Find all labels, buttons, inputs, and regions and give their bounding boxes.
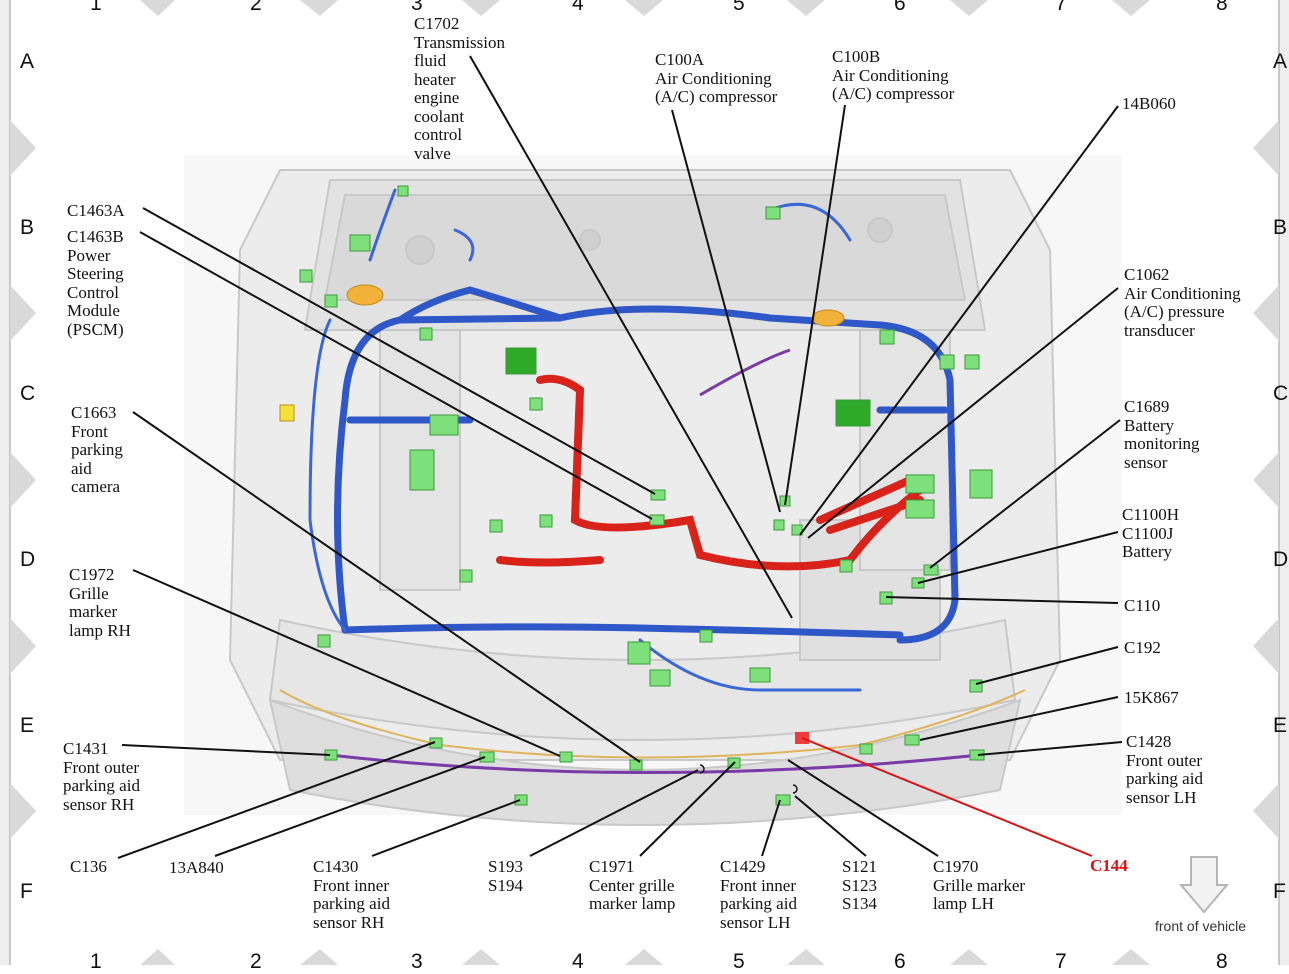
label-c1702: C1702 Transmission fluid heater engine c… — [414, 14, 506, 163]
label-13a840: 13A840 — [169, 858, 224, 877]
label-c1062: C1062 Air Conditioning (A/C) pressure tr… — [1124, 265, 1241, 340]
right-ruler — [1279, 0, 1289, 965]
label-c110: C110 — [1124, 596, 1161, 615]
grid-row-left-a: A — [20, 50, 35, 73]
grid-row-right-c: C — [1273, 382, 1289, 405]
label-s193-s194: S193 S194 — [488, 857, 523, 895]
label-c1428: C1428 Front outer parking aid sensor LH — [1126, 732, 1203, 807]
label-s121-s123-s134: S121 S123 S134 — [842, 857, 877, 913]
front-of-vehicle-label: front of vehicle — [1155, 918, 1247, 934]
purple-harness — [329, 348, 981, 774]
grid-row-right-a: A — [1273, 50, 1288, 73]
label-c192: C192 — [1124, 638, 1161, 657]
grid-col-top-3: 3 — [411, 0, 423, 15]
grid-row-left-e: E — [20, 714, 35, 737]
splice-markers — [699, 764, 798, 794]
grid-col-top-5: 5 — [733, 0, 745, 15]
c144-leader — [801, 737, 1093, 857]
label-c1429: C1429 Front inner parking aid sensor LH — [720, 857, 797, 932]
vehicle-body — [228, 169, 1062, 826]
label-c1463b: C1463B Power Steering Control Module (PS… — [67, 227, 124, 339]
grid-col-bottom-8: 8 — [1216, 950, 1228, 973]
grid-col-bottom-1: 1 — [90, 950, 102, 973]
label-c1970: C1970 Grille marker lamp LH — [933, 857, 1026, 913]
grid-row-right-d: D — [1273, 548, 1289, 571]
grid-row-right-b: B — [1273, 216, 1288, 239]
label-14b060: 14B060 — [1122, 94, 1176, 113]
grid-col-bottom-3: 3 — [411, 950, 423, 973]
grid-row-right-f: F — [1273, 880, 1286, 903]
ruler-markers — [10, 0, 1279, 965]
grid-col-bottom-6: 6 — [894, 950, 906, 973]
grid-col-top-2: 2 — [250, 0, 262, 15]
label-c1689: C1689 Battery monitoring sensor — [1124, 397, 1200, 472]
label-c1971: C1971 Center grille marker lamp — [589, 857, 676, 913]
label-c1663: C1663 Front parking aid camera — [71, 403, 123, 496]
grid-col-bottom-7: 7 — [1055, 950, 1067, 973]
label-c100a: C100A Air Conditioning (A/C) compressor — [655, 50, 778, 106]
grid-col-bottom-4: 4 — [572, 950, 584, 973]
label-c100b: C100B Air Conditioning (A/C) compressor — [832, 47, 955, 103]
label-c1463a: C1463A — [67, 201, 125, 220]
front-of-vehicle-arrow — [1178, 856, 1230, 914]
grid-col-top-8: 8 — [1216, 0, 1228, 15]
grid-col-top-4: 4 — [572, 0, 584, 15]
left-ruler — [0, 0, 10, 965]
bumper-harness — [279, 689, 1026, 759]
orange-connectors — [279, 284, 845, 422]
label-c1972: C1972 Grille marker lamp RH — [69, 565, 131, 640]
grid-row-left-d: D — [20, 548, 36, 571]
grid-col-top-6: 6 — [894, 0, 906, 15]
grid-row-left-b: B — [20, 216, 35, 239]
grid-row-left-f: F — [20, 880, 33, 903]
label-c136: C136 — [70, 857, 107, 876]
grid-col-bottom-2: 2 — [250, 950, 262, 973]
grid-col-bottom-5: 5 — [733, 950, 745, 973]
grid-row-left-c: C — [20, 382, 36, 405]
grid-col-top-1: 1 — [90, 0, 102, 15]
label-c1100: C1100H C1100J Battery — [1122, 505, 1179, 561]
label-15k867: 15K867 — [1124, 688, 1179, 707]
grid-row-right-e: E — [1273, 714, 1288, 737]
label-c144: C144 — [1090, 856, 1128, 875]
leader-lines — [117, 55, 1123, 859]
label-c1431: C1431 Front outer parking aid sensor RH — [63, 739, 140, 814]
label-c1430: C1430 Front inner parking aid sensor RH — [313, 857, 390, 932]
red-harness — [496, 374, 924, 571]
grid-col-top-7: 7 — [1055, 0, 1067, 15]
